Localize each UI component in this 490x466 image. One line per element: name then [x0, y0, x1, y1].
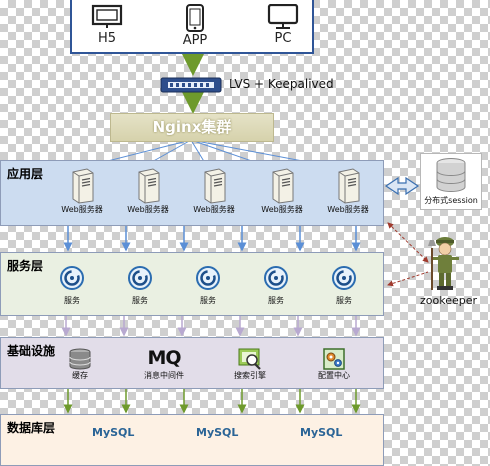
web-server-node: Web服务器: [318, 168, 378, 215]
layer-title: 应用层: [7, 167, 44, 181]
service-node: 服务: [246, 265, 306, 306]
mq-icon: MQ: [147, 347, 181, 369]
layer-title: 基础设施: [7, 344, 56, 358]
node-label: 服务: [64, 296, 80, 305]
server-icon: [338, 168, 360, 204]
web-server-node: Web服务器: [118, 168, 178, 215]
node-label: Web服务器: [127, 205, 169, 214]
node-label: Web服务器: [61, 205, 103, 214]
clients-box: H5 APP PC: [70, 0, 314, 54]
zookeeper-label: zookeeper: [420, 294, 478, 307]
node-label: Web服务器: [327, 205, 369, 214]
phone-icon: [186, 4, 204, 32]
client-label: APP: [182, 33, 208, 48]
cache-db-icon: [69, 348, 91, 370]
distributed-session: 分布式session: [420, 153, 482, 210]
service-node: 服务: [314, 265, 374, 306]
database-icon: [436, 158, 466, 192]
app-layer: 应用层: [0, 160, 384, 226]
service-node: 服务: [110, 265, 170, 306]
node-label: 配置中心: [318, 371, 350, 380]
client-label: H5: [97, 31, 117, 46]
server-icon: [204, 168, 226, 204]
service-icon: [60, 266, 84, 290]
service-node: 服务: [178, 265, 238, 306]
client-pc: PC: [258, 0, 308, 46]
service-icon: [196, 266, 220, 290]
mysql-logo-icon: MySQL: [300, 426, 343, 439]
node-label: 服务: [336, 296, 352, 305]
mysql-logo-icon: MySQL: [196, 426, 239, 439]
service-icon: [264, 266, 288, 290]
node-label: Web服务器: [261, 205, 303, 214]
nginx-cluster: Nginx集群: [110, 113, 274, 142]
config-center-node: 配置中心: [304, 348, 364, 381]
network-switch-icon: [160, 77, 222, 93]
web-server-node: Web服务器: [252, 168, 312, 215]
node-label: 服务: [268, 296, 284, 305]
node-label: 服务: [200, 296, 216, 305]
infrastructure-layer: 基础设施: [0, 337, 384, 389]
service-node: 服务: [42, 265, 102, 306]
session-label: 分布式session: [424, 196, 478, 205]
node-label: 缓存: [72, 371, 88, 380]
client-app: APP: [170, 0, 220, 48]
server-icon: [72, 168, 94, 204]
mq-node: MQ 消息中间件: [134, 348, 194, 381]
server-icon: [272, 168, 294, 204]
service-icon: [128, 266, 152, 290]
config-center-icon: [323, 348, 345, 370]
client-h5: H5: [82, 0, 132, 46]
node-label: 服务: [132, 296, 148, 305]
layer-title: 服务层: [7, 259, 44, 273]
web-server-node: Web服务器: [52, 168, 112, 215]
cache-node: 缓存: [50, 348, 110, 381]
client-label: PC: [274, 31, 292, 46]
node-label: Web服务器: [193, 205, 235, 214]
search-engine-icon: [238, 348, 261, 370]
database-layer: 数据库层: [0, 414, 384, 466]
monitor-icon: [91, 4, 123, 28]
desktop-icon: [267, 4, 299, 29]
service-icon: [332, 266, 356, 290]
search-engine-node: 搜索引擎: [220, 348, 280, 381]
load-balancer-label: LVS + Keepalived: [229, 77, 334, 91]
mysql-logo-icon: MySQL: [92, 426, 135, 439]
layer-title: 数据库层: [7, 421, 56, 435]
server-icon: [138, 168, 160, 204]
node-label: 消息中间件: [144, 371, 184, 380]
zookeeper-mascot-icon: [428, 237, 459, 290]
node-label: 搜索引擎: [234, 371, 266, 380]
web-server-node: Web服务器: [184, 168, 244, 215]
